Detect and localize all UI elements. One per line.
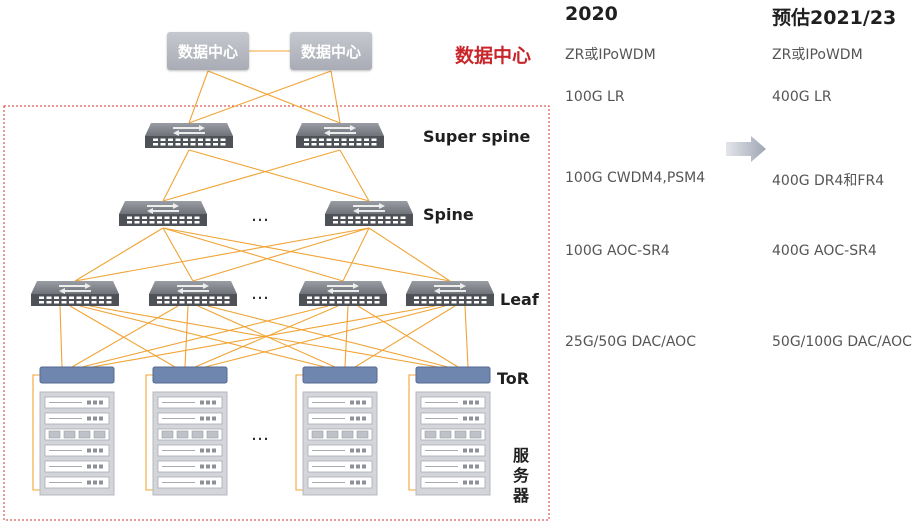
link-dc-superspine [188, 70, 332, 124]
row-dci-2020: ZR或IPoWDM [565, 47, 656, 63]
label-server-char-3: 器 [512, 486, 529, 505]
server-rack-icon-3 [302, 391, 378, 496]
row-spine-forecast: 400G DR4和FR4 [772, 173, 885, 189]
row-dci-forecast: ZR或IPoWDM [772, 47, 863, 63]
server-rack-icon-1 [39, 391, 115, 496]
row-spine-2020: 100G CWDM4,PSM4 [565, 170, 706, 186]
link-leaf-tor [204, 305, 446, 368]
label-leaf: Leaf [500, 290, 539, 309]
link-lines [59, 50, 469, 368]
link-leaf-tor [184, 305, 189, 368]
link-dc-superspine [188, 70, 209, 124]
server-rack-icon-2 [152, 391, 228, 496]
datacenter-box-1: 数据中心 [167, 32, 249, 70]
switch-icon-spine-1 [119, 201, 207, 226]
label-spine: Spine [423, 205, 474, 224]
label-super-spine: Super spine [423, 127, 531, 146]
column-header-forecast: 预估2021/23 [772, 7, 897, 29]
tor-switch-icon-4 [415, 366, 491, 384]
link-leaf-tor [59, 305, 63, 368]
tor-switch-icon-1 [39, 366, 115, 384]
row-leaf-forecast: 400G AOC-SR4 [772, 243, 877, 259]
link-spine-leaf [74, 227, 164, 282]
server-bracket-2 [145, 374, 153, 491]
link-leaf-tor [354, 305, 456, 368]
link-leaf-tor [69, 305, 176, 368]
link-superspine-spine [339, 149, 370, 202]
link-spine-leaf [162, 227, 451, 282]
link-spine-leaf [368, 227, 451, 282]
row-tor-forecast: 50G/100G DAC/AOC [772, 334, 912, 350]
ellipsis-leaf: … [251, 283, 271, 304]
link-superspine-spine [188, 149, 370, 202]
label-server: 服 务 器 [510, 446, 532, 506]
link-spine-leaf [74, 227, 370, 282]
link-spine-leaf [192, 227, 370, 282]
label-server-char-2: 务 [512, 466, 529, 485]
column-header-2020: 2020 [565, 3, 618, 25]
link-leaf-tor [357, 305, 459, 368]
link-superspine-spine [162, 149, 190, 202]
ellipsis-servers: … [251, 424, 271, 445]
switch-icon-spine-2 [325, 201, 413, 226]
link-leaf-tor [344, 305, 349, 368]
switch-icon-leaf-1 [31, 281, 119, 306]
server-bracket-1 [32, 374, 40, 491]
link-leaf-tor [79, 305, 326, 368]
link-leaf-tor [71, 305, 179, 368]
ellipsis-spine: … [251, 205, 271, 226]
link-spine-leaf [162, 227, 194, 282]
switch-icon-superspine-2 [296, 123, 384, 148]
link-superspine-spine [162, 149, 341, 202]
link-leaf-tor [207, 305, 449, 368]
switch-icon-leaf-2 [149, 281, 237, 306]
link-leaf-tor [464, 305, 469, 368]
arrow-right-icon [726, 136, 766, 162]
label-tor: ToR [497, 369, 530, 388]
link-leaf-tor [91, 305, 436, 368]
server-brackets [32, 374, 416, 491]
server-rack-icon-4 [415, 391, 491, 496]
row-superspine-2020: 100G LR [565, 89, 625, 105]
link-dc-superspine [330, 70, 341, 124]
server-bracket-3 [295, 374, 303, 491]
link-spine-leaf [162, 227, 344, 282]
switch-icon-leaf-4 [406, 281, 494, 306]
switch-icon-leaf-3 [299, 281, 387, 306]
row-tor-2020: 25G/50G DAC/AOC [565, 334, 696, 350]
link-dc-superspine [207, 70, 341, 124]
datacenter-row-label: 数据中心 [455, 45, 532, 67]
datacenter-boundary [3, 105, 550, 521]
label-server-char-1: 服 [512, 446, 529, 465]
tor-switch-icon-2 [152, 366, 228, 384]
row-superspine-forecast: 400G LR [772, 89, 832, 105]
server-bracket-4 [408, 374, 416, 491]
datacenter-box-2: 数据中心 [290, 32, 372, 70]
row-leaf-2020: 100G AOC-SR4 [565, 243, 670, 259]
switch-icon-superspine-1 [145, 123, 233, 148]
tor-switch-icon-3 [302, 366, 378, 384]
link-spine-leaf [342, 227, 370, 282]
link-leaf-tor [81, 305, 329, 368]
